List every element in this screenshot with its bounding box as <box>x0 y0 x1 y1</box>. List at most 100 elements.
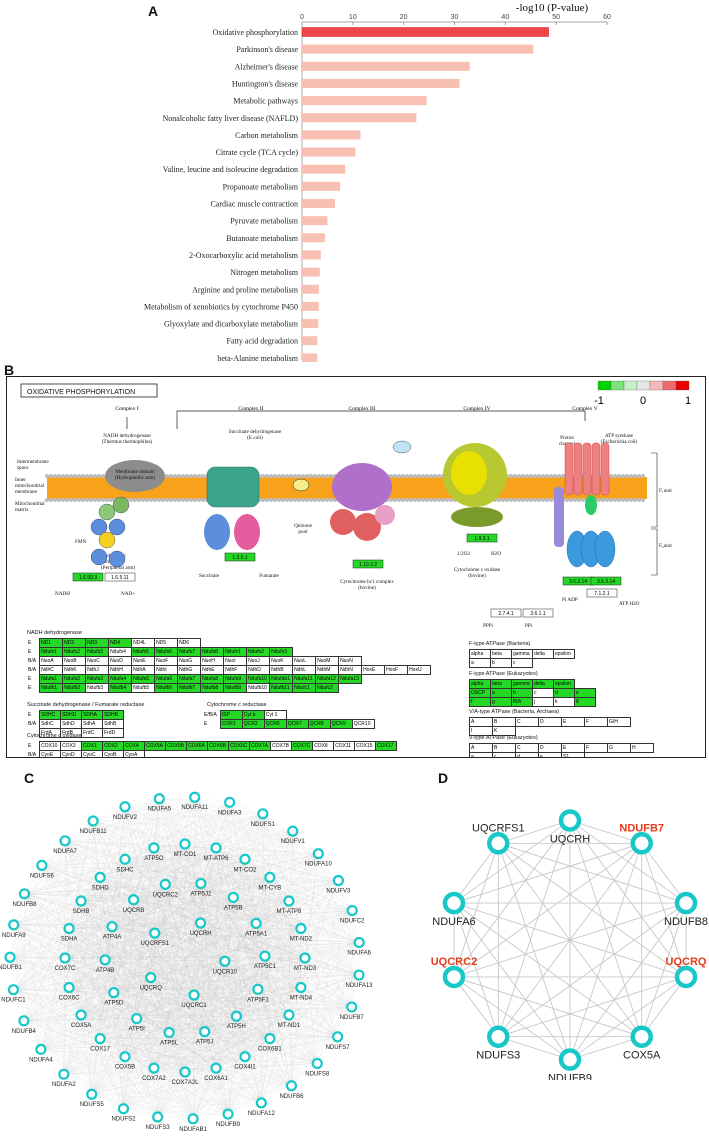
edge <box>244 923 257 1057</box>
edge <box>81 1014 217 1069</box>
edge <box>200 883 217 1069</box>
lipid-head <box>109 498 113 502</box>
edge <box>123 802 230 1109</box>
edge <box>215 847 237 1017</box>
edge <box>304 957 318 1064</box>
lipid-head <box>289 474 293 478</box>
lipid-head <box>81 474 85 478</box>
edge <box>64 840 338 1037</box>
gene-cell: Ndufa6 <box>154 674 179 684</box>
edge <box>216 847 234 898</box>
edge <box>264 956 289 1016</box>
lipid-head <box>81 498 85 502</box>
edge <box>165 884 258 990</box>
edge <box>453 843 499 978</box>
lipid-head <box>185 498 189 502</box>
edge <box>288 900 352 1007</box>
edge <box>113 992 137 1019</box>
gene-cell: Ndufb11 <box>269 683 294 693</box>
edge <box>292 831 353 911</box>
edge <box>256 923 270 1039</box>
gene-label: MT-ATP8 <box>276 909 302 915</box>
edge <box>24 893 82 1016</box>
x-tick-label: 40 <box>501 14 509 21</box>
gene-node <box>149 927 161 939</box>
edge <box>100 992 114 1039</box>
lipid-head <box>265 474 269 478</box>
edge <box>40 859 246 1050</box>
lipid-head <box>549 474 553 478</box>
edge <box>136 957 306 1019</box>
edge <box>153 922 201 1069</box>
edge <box>9 957 70 988</box>
gene-node <box>346 1001 358 1013</box>
edge <box>150 977 155 1069</box>
edge <box>200 910 353 924</box>
edge <box>157 987 301 1118</box>
gene-label: NDUFS6 <box>30 873 55 879</box>
edge <box>64 820 94 959</box>
edge <box>453 902 571 1060</box>
va-title: V/A-type ATPase (Bacteria, Archaea) <box>469 709 560 715</box>
gene-label: MT-CYB <box>259 885 282 891</box>
edge <box>123 880 339 1109</box>
edge <box>288 1014 292 1086</box>
edge <box>154 933 289 1016</box>
lipid-head <box>265 498 269 502</box>
edge <box>229 802 263 814</box>
lipid-head <box>317 474 321 478</box>
edge <box>100 877 113 927</box>
gene-cell: b <box>490 658 512 668</box>
gene-label: NDUFB8 <box>664 916 708 928</box>
edge <box>154 798 160 934</box>
category-label: Citrate cycle (TCA cycle) <box>216 148 299 157</box>
gene-label: UQCRQ <box>666 956 707 968</box>
edge <box>91 1085 292 1095</box>
edge <box>269 877 360 943</box>
lipid-head <box>177 474 181 478</box>
ec-box <box>104 572 136 582</box>
edge <box>192 1068 217 1119</box>
lipid-head <box>529 498 533 502</box>
edge <box>224 928 301 962</box>
edge <box>81 899 134 902</box>
bar <box>302 233 325 243</box>
complex5-c-ring <box>600 442 610 496</box>
gene-node <box>487 832 510 855</box>
edge <box>244 853 319 1057</box>
ec-box <box>490 608 522 618</box>
lipid-head <box>301 474 305 478</box>
edge <box>64 957 205 1032</box>
lipid-head <box>641 474 645 478</box>
gene-label: ATP5H <box>227 1024 246 1030</box>
edge <box>100 877 126 1057</box>
edge <box>112 798 160 927</box>
edge <box>124 1032 170 1057</box>
edge <box>41 865 339 881</box>
lipid-head <box>177 498 181 502</box>
nad-label: NAD+ <box>121 591 135 597</box>
edge <box>100 977 151 1039</box>
edge <box>123 1108 229 1115</box>
gene-node <box>264 871 276 883</box>
lipid-head <box>313 474 317 478</box>
category-label: Cardiac muscle contraction <box>210 200 298 209</box>
edge <box>216 989 258 1069</box>
edge <box>193 1036 338 1119</box>
edge <box>9 883 201 958</box>
edge <box>150 843 186 978</box>
edge <box>100 877 306 959</box>
edge <box>100 923 257 1039</box>
edge <box>123 1063 318 1109</box>
edge <box>91 987 301 1095</box>
gene-label: NDUFS3 <box>476 1050 520 1062</box>
edge <box>216 1068 292 1086</box>
lipid-head <box>441 498 445 502</box>
category-label: 2-Oxocarboxylic acid metabolism <box>189 251 299 260</box>
edge <box>204 1031 270 1039</box>
edge <box>169 847 217 1033</box>
edge <box>123 957 306 1109</box>
edge <box>41 806 126 866</box>
lipid-head <box>285 498 289 502</box>
edge <box>69 859 126 929</box>
